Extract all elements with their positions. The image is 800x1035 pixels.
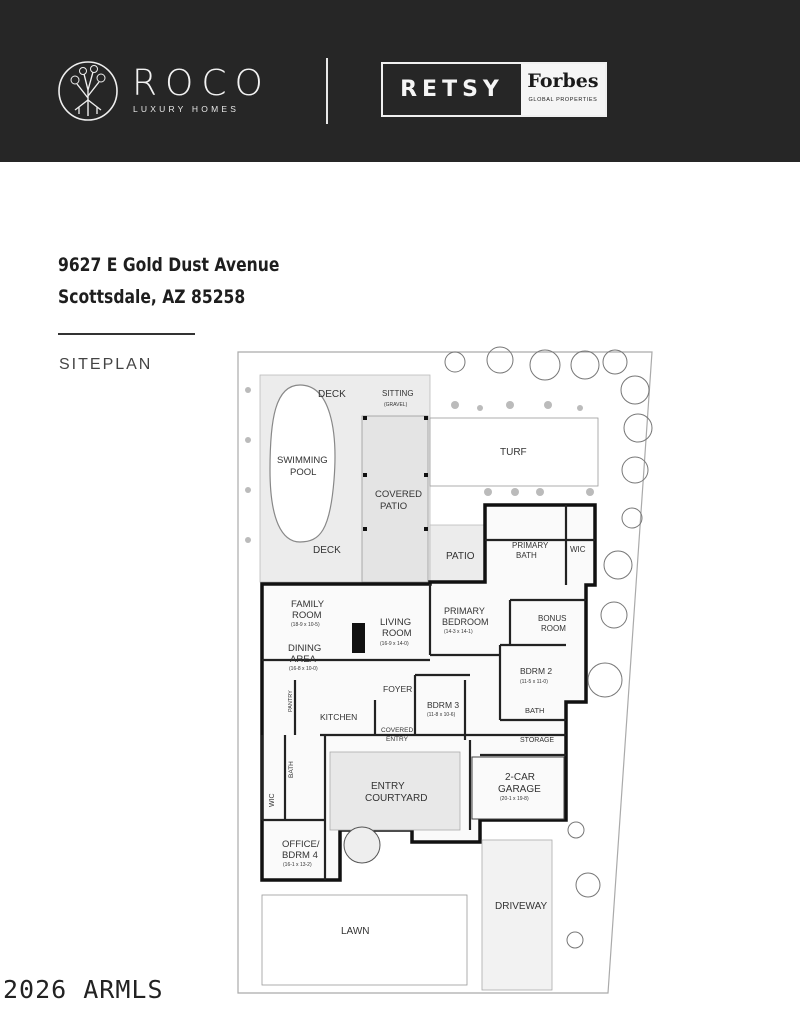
- label-bdrm-2-dim: (11-5 x 11-0): [520, 679, 548, 685]
- label-covered-patio: PATIO: [380, 501, 407, 512]
- forbes-brand-sub: GLOBAL PROPERTIES: [528, 97, 598, 103]
- label-pool: POOL: [290, 467, 316, 478]
- label-bath-right: BATH: [525, 706, 544, 715]
- forbes-brand-name: Forbes: [527, 70, 599, 92]
- label-living-dim: (16-9 x 14-0): [380, 641, 409, 647]
- label-foyer: FOYER: [383, 684, 412, 694]
- label-dining-1: DINING: [288, 643, 321, 654]
- label-living-2: ROOM: [382, 628, 412, 639]
- entry-courtyard-area: [329, 751, 461, 831]
- covered-patio-area: [361, 415, 429, 583]
- label-family-2: ROOM: [292, 610, 322, 621]
- lot-boundary: [237, 351, 653, 994]
- retsy-brand-name: RETSY: [400, 77, 504, 102]
- roco-tree-logo-icon: [58, 61, 118, 121]
- roco-brand-name: ROCO: [132, 63, 271, 104]
- brand-divider: [326, 58, 328, 124]
- label-swimming: SWIMMING: [277, 455, 328, 466]
- header-banner: ROCO LUXURY HOMES RETSY Forbes GLOBAL PR…: [0, 0, 800, 162]
- label-office-2: BDRM 4: [282, 850, 318, 861]
- label-primary-bed-2: BEDROOM: [442, 617, 489, 627]
- section-label: SITEPLAN: [59, 356, 153, 373]
- label-wic-left: WIC: [269, 793, 276, 807]
- label-dining-2: AREA: [290, 654, 317, 665]
- label-living-1: LIVING: [380, 617, 411, 628]
- label-dining-dim: (16-8 x 10-0): [289, 666, 318, 672]
- label-garage-1: 2-CAR: [505, 772, 535, 783]
- label-sitting-sub: (GRAVEL): [384, 402, 408, 408]
- label-courtyard: COURTYARD: [365, 793, 427, 804]
- patio-area: [429, 524, 486, 586]
- label-bdrm-2: BDRM 2: [520, 666, 552, 676]
- label-bath-left: BATH: [288, 761, 295, 778]
- label-deck-bottom: DECK: [313, 545, 341, 556]
- roco-brand-tagline: LUXURY HOMES: [133, 104, 240, 114]
- label-primary-bath-2: BATH: [516, 551, 537, 560]
- fountain: [343, 826, 381, 864]
- label-office-dim: (16-1 x 13-2): [283, 862, 312, 868]
- label-bdrm-3-dim: (11-8 x 10-6): [427, 712, 456, 718]
- label-bonus-1: BONUS: [538, 614, 566, 623]
- label-primary-bed-1: PRIMARY: [444, 606, 485, 616]
- label-lawn: LAWN: [341, 926, 370, 937]
- label-covered: COVERED: [375, 489, 422, 500]
- driveway-area: [481, 839, 553, 991]
- fireplace: [352, 623, 365, 653]
- label-patio: PATIO: [446, 551, 475, 562]
- label-office-1: OFFICE/: [282, 839, 320, 850]
- lawn-area: [261, 894, 468, 986]
- label-covered-entry-1: COVERED: [381, 727, 413, 734]
- label-bdrm-3: BDRM 3: [427, 700, 459, 710]
- garage-area: [471, 756, 565, 820]
- label-garage-dim: (20-1 x 19-8): [500, 796, 529, 802]
- label-family-1: FAMILY: [291, 599, 325, 610]
- trees: [444, 346, 653, 949]
- retsy-forbes-logo: RETSY Forbes GLOBAL PROPERTIES: [381, 62, 607, 117]
- forbes-badge: Forbes GLOBAL PROPERTIES: [521, 64, 605, 115]
- label-driveway: DRIVEWAY: [495, 901, 548, 912]
- label-sitting: SITTING: [382, 389, 414, 398]
- mls-watermark: 2026 ARMLS: [3, 975, 164, 1004]
- label-primary-bath-1: PRIMARY: [512, 541, 549, 550]
- label-garage-2: GARAGE: [498, 784, 541, 795]
- label-wic-top: WIC: [570, 545, 586, 554]
- label-storage: STORAGE: [520, 737, 554, 744]
- label-primary-bed-dim: (14-3 x 14-1): [444, 629, 473, 635]
- address-line-2: Scottsdale, AZ 85258: [58, 286, 246, 308]
- label-entry: ENTRY: [371, 781, 405, 792]
- label-bonus-2: ROOM: [541, 624, 566, 633]
- label-kitchen: KITCHEN: [320, 712, 357, 722]
- turf-area: [429, 417, 599, 487]
- shrubs: [245, 387, 594, 543]
- label-covered-entry-2: ENTRY: [386, 736, 409, 743]
- label-family-dim: (18-9 x 10-5): [291, 622, 320, 628]
- site-plan-drawing: DECK SITTING (GRAVEL) TURF SWIMMING POOL…: [237, 346, 653, 994]
- label-pantry: PANTRY: [288, 690, 294, 712]
- interior-walls: [260, 505, 595, 880]
- address-line-1: 9627 E Gold Dust Avenue: [58, 254, 280, 276]
- patio-columns: [363, 416, 428, 531]
- label-deck-top: DECK: [318, 389, 346, 400]
- swimming-pool: [269, 384, 336, 543]
- label-turf: TURF: [500, 447, 527, 458]
- section-rule: [58, 333, 195, 335]
